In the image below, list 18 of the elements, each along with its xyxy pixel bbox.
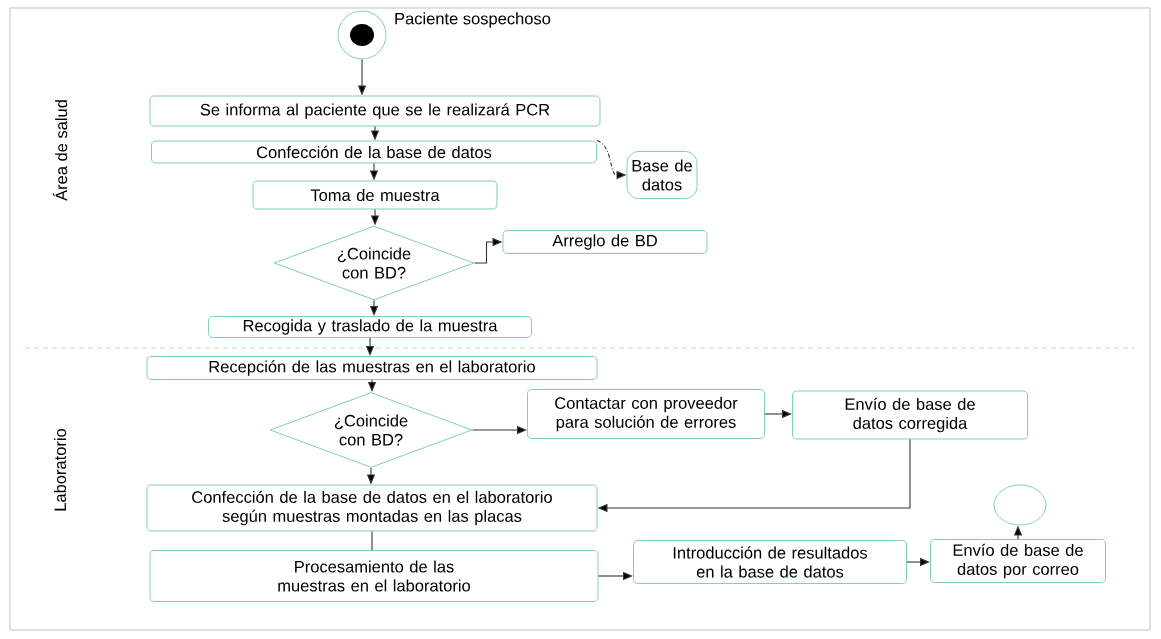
process-box: Confección de la base de datos (151, 140, 597, 164)
process-box: Procesamiento de las muestras en el laboratorio (149, 550, 599, 602)
process-box: Recepción de las muestras en el laboratorio (146, 356, 598, 380)
process-box: Toma de muestra (252, 180, 498, 210)
lane-label: Área de salud (52, 100, 68, 201)
start-node (337, 10, 387, 60)
end-node (993, 484, 1047, 526)
process-box: Envío de base de datos corregida (792, 390, 1028, 440)
process-box: Introducción de resultados en la base de datos (633, 540, 907, 584)
database-cylinder: Base de datos (626, 151, 698, 199)
process-box: Contactar con proveedor para solución de errores (527, 389, 765, 439)
process-box: Confección de la base de datos en el laboratorio según muestras montadas en las placas (146, 484, 598, 532)
lane-label: Laboratorio (53, 428, 67, 511)
process-box: Envío de base de datos por correo (930, 539, 1106, 583)
process-box: Se informa al paciente que se le realizará PCR (149, 95, 601, 127)
node-label: Paciente sospechoso (395, 12, 551, 28)
process-box: Arreglo de BD (502, 230, 708, 254)
process-box: Recogida y traslado de la muestra (208, 316, 532, 338)
